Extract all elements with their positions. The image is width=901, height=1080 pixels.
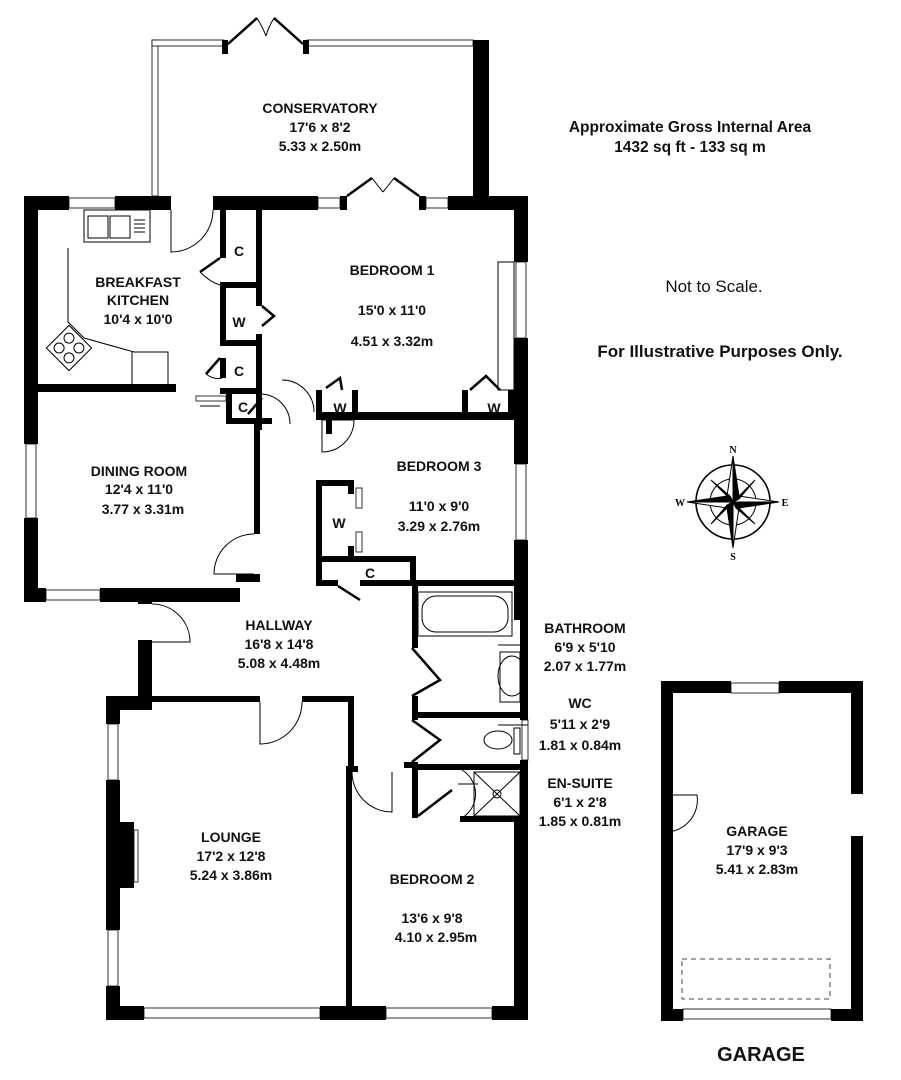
garage-label: GARAGE 17'9 x 9'3 5.41 x 2.83m bbox=[716, 823, 799, 877]
svg-text:5.24 x 3.86m: 5.24 x 3.86m bbox=[190, 867, 273, 883]
wardrobe-label: W bbox=[487, 400, 501, 416]
svg-text:13'6 x 9'8: 13'6 x 9'8 bbox=[401, 910, 462, 926]
lounge-door[interactable] bbox=[259, 701, 303, 745]
svg-text:3.77 x 3.31m: 3.77 x 3.31m bbox=[102, 501, 185, 517]
svg-text:10'4 x 10'0: 10'4 x 10'0 bbox=[104, 311, 173, 327]
svg-text:EN-SUITE: EN-SUITE bbox=[547, 775, 612, 791]
svg-text:HALLWAY: HALLWAY bbox=[245, 617, 313, 633]
svg-text:BATHROOM: BATHROOM bbox=[544, 620, 625, 636]
scale-note: Not to Scale. bbox=[665, 277, 762, 296]
front-door[interactable] bbox=[151, 603, 191, 643]
kitchen-label: BREAKFAST KITCHEN 10'4 x 10'0 bbox=[95, 274, 181, 327]
svg-text:5.08 x 4.48m: 5.08 x 4.48m bbox=[238, 655, 321, 671]
chimney-breast bbox=[120, 822, 134, 888]
ensuite-label: EN-SUITE 6'1 x 2'8 1.85 x 0.81m bbox=[539, 775, 622, 829]
conservatory-glazing-left bbox=[151, 39, 159, 197]
illustrative-note: For Illustrative Purposes Only. bbox=[597, 342, 842, 361]
compass-w: W bbox=[675, 498, 685, 509]
svg-text:WC: WC bbox=[568, 695, 591, 711]
svg-text:15'0 x 11'0: 15'0 x 11'0 bbox=[358, 302, 426, 318]
svg-text:6'1 x 2'8: 6'1 x 2'8 bbox=[553, 794, 607, 810]
conservatory bbox=[151, 17, 489, 200]
svg-text:12'4 x 11'0: 12'4 x 11'0 bbox=[105, 481, 173, 497]
svg-text:4.51 x 3.32m: 4.51 x 3.32m bbox=[351, 333, 434, 349]
wardrobe-label: W bbox=[333, 400, 347, 416]
bedroom3-door[interactable] bbox=[321, 419, 355, 453]
car-space-outline bbox=[681, 958, 831, 1000]
toilet-icon bbox=[483, 730, 513, 750]
bath-icon bbox=[417, 591, 513, 637]
exterior-walls bbox=[24, 176, 529, 1020]
svg-text:17'6 x 8'2: 17'6 x 8'2 bbox=[289, 119, 350, 135]
compass-n: N bbox=[729, 445, 737, 456]
wardrobe-label: W bbox=[332, 515, 346, 531]
svg-text:11'0 x 9'0: 11'0 x 9'0 bbox=[409, 498, 470, 514]
svg-text:BEDROOM 2: BEDROOM 2 bbox=[390, 871, 475, 887]
bedroom2-door[interactable] bbox=[351, 771, 393, 813]
dining-room-label: DINING ROOM 12'4 x 11'0 3.77 x 3.31m bbox=[91, 463, 187, 517]
svg-text:5.33 x 2.50m: 5.33 x 2.50m bbox=[279, 138, 362, 154]
compass-rose-icon: N E S W bbox=[675, 445, 789, 563]
svg-text:5.41 x 2.83m: 5.41 x 2.83m bbox=[716, 861, 799, 877]
wc-label: WC 5'11 x 2'9 1.81 x 0.84m bbox=[539, 695, 622, 753]
svg-text:16'8 x 14'8: 16'8 x 14'8 bbox=[245, 636, 314, 652]
conservatory-french-door[interactable] bbox=[227, 17, 258, 45]
bathroom-label: BATHROOM 6'9 x 5'10 2.07 x 1.77m bbox=[544, 620, 627, 674]
svg-text:3.29 x 2.76m: 3.29 x 2.76m bbox=[398, 518, 481, 534]
svg-text:17'9 x 9'3: 17'9 x 9'3 bbox=[726, 842, 787, 858]
svg-text:CONSERVATORY: CONSERVATORY bbox=[262, 100, 378, 116]
svg-text:BREAKFAST: BREAKFAST bbox=[95, 274, 181, 290]
garage-title: GARAGE bbox=[717, 1044, 805, 1066]
doors bbox=[151, 209, 698, 833]
shower-icon bbox=[473, 771, 521, 817]
cupboard-label: C bbox=[365, 565, 375, 581]
area-value: 1432 sq ft - 133 sq m bbox=[614, 139, 766, 156]
dining-door[interactable] bbox=[213, 533, 255, 575]
bedroom1-door[interactable] bbox=[281, 379, 315, 413]
wardrobe-label: W bbox=[232, 314, 246, 330]
area-title: Approximate Gross Internal Area bbox=[569, 119, 812, 136]
room-labels: CONSERVATORY 17'6 x 8'2 5.33 x 2.50m BRE… bbox=[91, 100, 798, 945]
fixtures bbox=[45, 209, 528, 817]
svg-text:KITCHEN: KITCHEN bbox=[107, 292, 169, 308]
svg-text:4.10 x 2.95m: 4.10 x 2.95m bbox=[395, 929, 478, 945]
bedroom3-label: BEDROOM 3 11'0 x 9'0 3.29 x 2.76m bbox=[397, 458, 482, 534]
svg-text:BEDROOM 3: BEDROOM 3 bbox=[397, 458, 482, 474]
compass-s: S bbox=[730, 552, 736, 563]
basin-icon bbox=[497, 655, 527, 697]
notes: Approximate Gross Internal Area 1432 sq … bbox=[569, 119, 843, 1066]
cupboard-label: C bbox=[238, 399, 248, 415]
bedroom1-label: BEDROOM 1 15'0 x 11'0 4.51 x 3.32m bbox=[350, 262, 435, 349]
conservatory-wall-right bbox=[473, 40, 489, 200]
svg-text:BEDROOM 1: BEDROOM 1 bbox=[350, 262, 435, 278]
storage-labels: C W C C W W W C bbox=[232, 243, 501, 581]
cupboard-label: C bbox=[234, 243, 244, 259]
conservatory-glazing-top-right bbox=[306, 39, 474, 47]
bedroom2-label: BEDROOM 2 13'6 x 9'8 4.10 x 2.95m bbox=[390, 871, 478, 945]
compass-e: E bbox=[782, 498, 789, 509]
svg-text:LOUNGE: LOUNGE bbox=[201, 829, 261, 845]
svg-text:2.07 x 1.77m: 2.07 x 1.77m bbox=[544, 658, 627, 674]
svg-text:1.81 x 0.84m: 1.81 x 0.84m bbox=[539, 737, 622, 753]
svg-text:5'11 x 2'9: 5'11 x 2'9 bbox=[550, 716, 611, 732]
interior-walls bbox=[24, 210, 528, 1016]
svg-text:17'2 x 12'8: 17'2 x 12'8 bbox=[197, 848, 266, 864]
garage-door[interactable] bbox=[682, 1008, 832, 1020]
cupboard-label: C bbox=[234, 363, 244, 379]
hallway-label: HALLWAY 16'8 x 14'8 5.08 x 4.48m bbox=[238, 617, 321, 671]
svg-text:DINING ROOM: DINING ROOM bbox=[91, 463, 187, 479]
kitchen-sink-icon bbox=[83, 209, 151, 243]
svg-text:6'9 x 5'10: 6'9 x 5'10 bbox=[554, 639, 615, 655]
kitchen-door[interactable] bbox=[170, 209, 214, 253]
svg-text:GARAGE: GARAGE bbox=[726, 823, 787, 839]
hob-icon bbox=[45, 324, 93, 372]
conservatory-label: CONSERVATORY 17'6 x 8'2 5.33 x 2.50m bbox=[262, 100, 378, 154]
lounge-label: LOUNGE 17'2 x 12'8 5.24 x 3.86m bbox=[190, 829, 273, 883]
conservatory-glazing-top-left bbox=[151, 39, 225, 47]
svg-text:1.85 x 0.81m: 1.85 x 0.81m bbox=[539, 813, 622, 829]
garage bbox=[661, 681, 863, 1021]
